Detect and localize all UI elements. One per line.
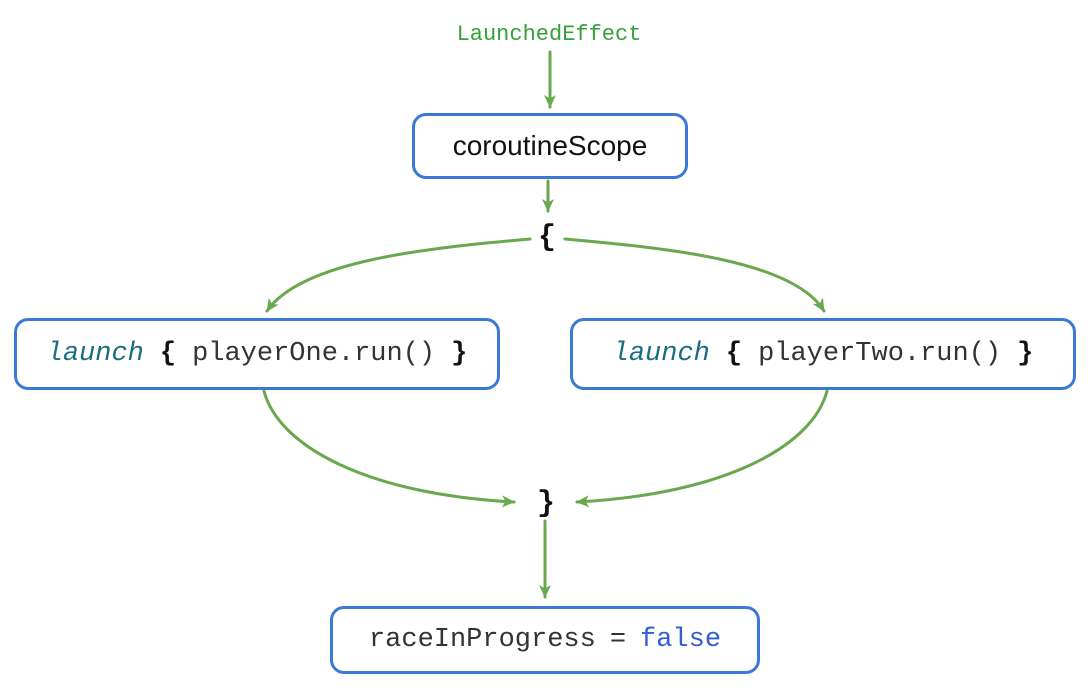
arrow-split-to-player-one [265,237,532,313]
arrow-split-to-player-two [563,237,826,313]
result-value: false [640,625,722,655]
launch-keyword: launch [612,339,710,369]
launch-player-one-box: launch { playerOne.run() } [14,318,500,390]
equals-operator: = [609,625,627,655]
launch-keyword: launch [46,339,144,369]
result-code: raceInProgress [368,625,596,655]
open-brace: { [532,223,562,253]
open-brace: { [725,339,743,369]
player-two-code: playerTwo.run() [758,339,1002,369]
launched-effect-label: LaunchedEffect [456,22,642,47]
launch-player-two-box: launch { playerTwo.run() } [570,318,1076,390]
arrow-merge-from-player-one [262,389,516,508]
open-brace: { [159,339,177,369]
close-brace: } [531,489,561,519]
close-brace: } [451,339,468,369]
coroutine-scope-label: coroutineScope [452,130,648,161]
close-brace: } [1017,339,1034,369]
arrow-merge-from-player-two [575,389,829,508]
player-one-code: playerOne.run() [192,339,436,369]
race-in-progress-box: raceInProgress = false [330,606,760,674]
coroutine-scope-box: coroutineScope [412,113,688,179]
